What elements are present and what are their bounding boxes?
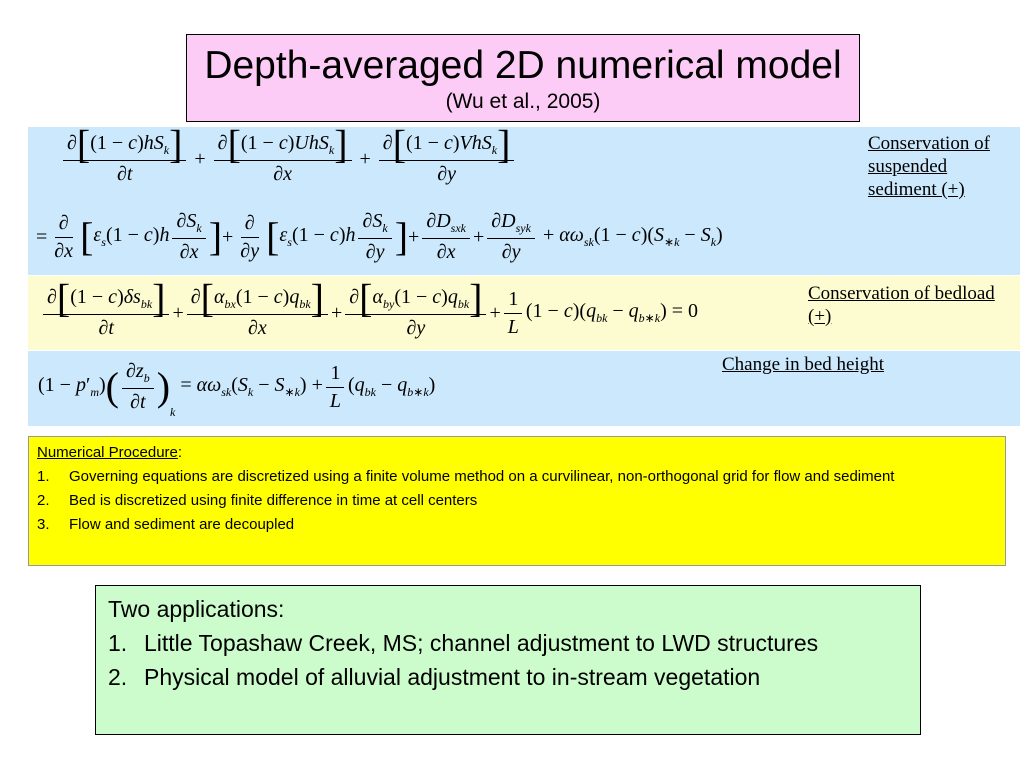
list-text: Flow and sediment are decoupled [69,516,295,533]
procedure-heading-colon: : [177,444,183,461]
applications-list: 1. Little Topashaw Creek, MS; channel adj… [108,626,908,694]
list-number: 3. [37,516,50,533]
list-number: 2. [108,664,128,690]
procedure-heading: Numerical Procedure [37,444,178,461]
bedload-note: Conservation of bedload (+) [808,283,995,327]
list-item: 1. Governing equations are discretized us… [37,465,997,489]
list-item: 2. Bed is discretized using finite differ… [37,489,997,513]
applications-heading: Two applications: [108,596,285,622]
list-number: 1. [37,468,50,485]
suspended-equation-line1: ∂[(1 − c)hSk]∂t + ∂[(1 − c)UhSk]∂x + ∂[(… [60,124,517,190]
list-text: Little Topashaw Creek, MS; channel adjus… [144,630,819,656]
list-number: 2. [37,492,50,509]
page-subtitle: (Wu et al., 2005) [445,90,601,113]
bed-height-equation: (1 − p′m) ( ∂zb∂t )k = αωsk(Sk − S∗k) + … [38,360,436,419]
applications-box: Two applications: 1. Little Topashaw Cree… [95,585,921,735]
suspended-note: Conservation of suspended sediment (+) [868,133,990,200]
list-text: Governing equations are discretized usin… [69,468,895,485]
list-text: Physical model of alluvial adjustment to… [144,664,761,690]
procedure-list: 1. Governing equations are discretized us… [37,465,997,537]
list-text: Bed is discretized using finite differen… [69,492,478,509]
bed-height-note: Change in bed height [722,354,884,375]
suspended-equation-line2: = ∂∂x [ εs(1 − c)h ∂Sk∂x ] + ∂∂y [ εs(1 … [36,210,723,263]
bed-height-band-right [704,351,1020,426]
list-item: 2. Physical model of alluvial adjustment … [108,660,908,694]
title-box: Depth-averaged 2D numerical model (Wu et… [186,34,860,122]
page-title: Depth-averaged 2D numerical model [204,44,842,87]
numerical-procedure-box: Numerical Procedure: 1. Governing equatio… [28,436,1006,566]
bedload-equation: ∂[(1 − c)δsbk]∂t + ∂[αbx(1 − c)qbk]∂x + … [40,278,698,346]
bedload-band [28,276,1020,350]
list-item: 3. Flow and sediment are decoupled [37,513,997,537]
list-item: 1. Little Topashaw Creek, MS; channel adj… [108,626,908,660]
suspended-sediment-band [28,127,1020,275]
procedure-heading-row: Numerical Procedure: [37,441,997,465]
list-number: 1. [108,630,128,656]
